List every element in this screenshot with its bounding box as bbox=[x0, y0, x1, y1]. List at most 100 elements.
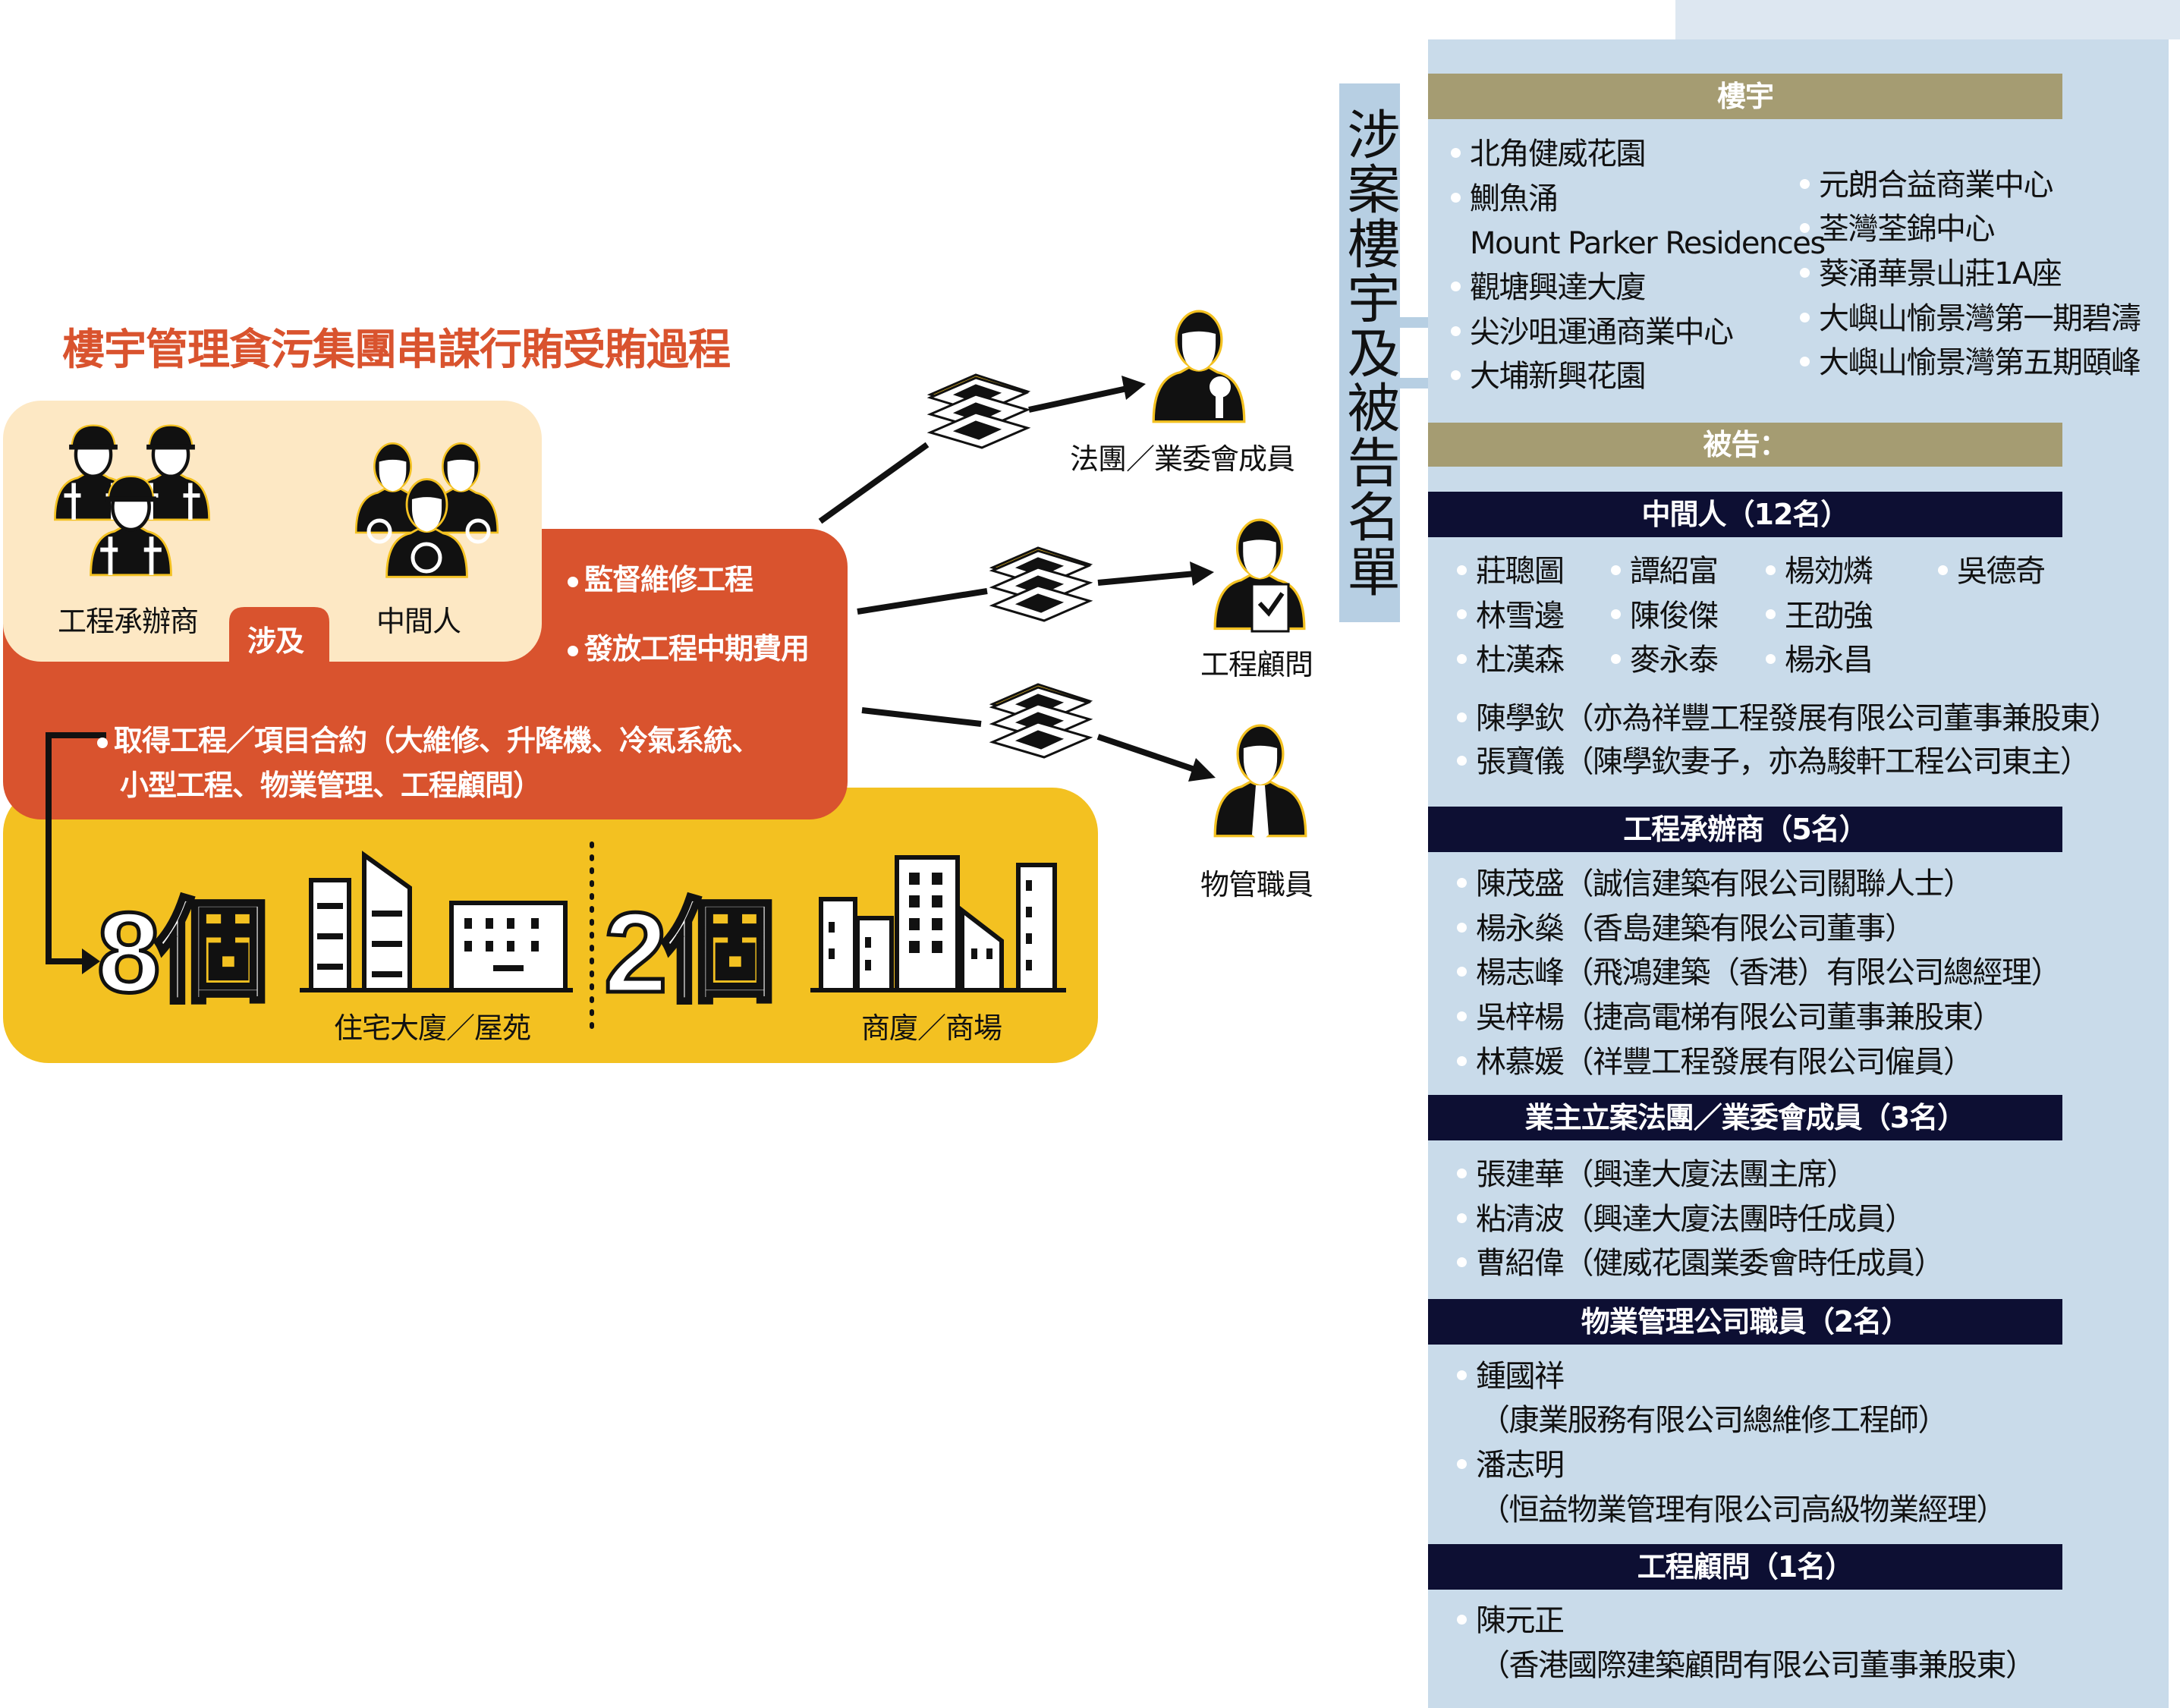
building-item: 荃灣荃錦中心 bbox=[1800, 207, 1996, 251]
defendant-text: 林慕媛（祥豐工程發展有限公司僱員） bbox=[1476, 1045, 1974, 1080]
involve-tab: 涉及 bbox=[247, 624, 304, 658]
contractors-label: 工程承辦商 bbox=[58, 605, 199, 638]
building-item: 鰂魚涌 bbox=[1451, 177, 1559, 221]
contract-text: 取得工程／項目合約（大維修、升降機、冷氣系統、 bbox=[114, 724, 760, 757]
bullet-icon bbox=[1457, 966, 1467, 977]
building-name: 荃灣荃錦中心 bbox=[1819, 212, 1996, 247]
building-name: 大嶼山愉景灣第一期碧濤 bbox=[1819, 301, 2141, 336]
owners-header: 業主立案法團／業委會成員（3名） bbox=[1428, 1095, 2062, 1140]
vertical-title: 涉案樓宇及被告名單 bbox=[1339, 83, 1401, 622]
building-item: Mount Parker Residences bbox=[1470, 222, 1826, 266]
bullet-icon bbox=[1457, 565, 1467, 575]
bullet-icon bbox=[1457, 1370, 1467, 1380]
bullet-icon bbox=[1451, 147, 1461, 158]
defendant-item: 陳元正 bbox=[1457, 1599, 1565, 1643]
bullet-icon bbox=[1457, 755, 1467, 766]
contract-connector-arrow bbox=[46, 732, 106, 974]
title-connector bbox=[1400, 317, 1428, 328]
defendant-item: 陳茂盛（誠信建築有限公司關聯人士） bbox=[1457, 862, 1974, 906]
arrow-head bbox=[1190, 561, 1214, 586]
defendant-item: 陳學欽（亦為祥豐工程發展有限公司董事兼股東） bbox=[1457, 697, 2120, 741]
building-item: 尖沙咀運通商業中心 bbox=[1451, 310, 1734, 354]
bullet-icon bbox=[1611, 653, 1621, 664]
duty-item: 發放工程中期費用 bbox=[568, 625, 810, 667]
defendants-panel bbox=[1428, 39, 2169, 1708]
bullet-icon bbox=[1800, 356, 1810, 366]
defendant-name: 楊永昌 bbox=[1785, 643, 1873, 678]
building-item: 大嶼山愉景灣第五期頤峰 bbox=[1800, 341, 2141, 385]
money-stack-icon bbox=[991, 683, 1091, 759]
residential-label: 住宅大廈／屋苑 bbox=[334, 1011, 531, 1045]
page-title: 樓宇管理貪污集團串謀行賄受賄過程 bbox=[62, 326, 731, 375]
recipient-label: 物管職員 bbox=[1200, 868, 1313, 901]
defendant-text: 粘清波（興達大廈法團時任成員） bbox=[1476, 1202, 1915, 1237]
bullet-icon bbox=[1800, 312, 1810, 322]
defendant-item: 楊志峰（飛鴻建築（香港）有限公司總經理） bbox=[1457, 951, 2062, 995]
defendant-text: 吳梓楊（捷高電梯有限公司董事兼股東） bbox=[1476, 1000, 2003, 1035]
defendant-item: 曹紹偉（健威花園業委會時任成員） bbox=[1457, 1241, 1945, 1285]
defendant-name: 陳俊傑 bbox=[1630, 598, 1719, 634]
tie-icon bbox=[1252, 785, 1269, 842]
defendant-name: 吳德奇 bbox=[1957, 554, 2046, 589]
building-item: 大嶼山愉景灣第一期碧濤 bbox=[1800, 297, 2141, 341]
buildings-header: 樓宇 bbox=[1428, 74, 2062, 119]
bullet-icon bbox=[1457, 1168, 1467, 1178]
defendants-header: 被告： bbox=[1428, 423, 2062, 467]
defendant-item: 潘志明 bbox=[1457, 1443, 1565, 1487]
commercial-count: 2個 bbox=[602, 889, 778, 1016]
defendant-item: 莊聰圖 bbox=[1457, 549, 1565, 593]
money-stack-icon bbox=[929, 373, 1029, 449]
recipient-label: 工程顧問 bbox=[1200, 648, 1313, 681]
defendant-name: 潘志明 bbox=[1476, 1448, 1565, 1483]
defendant-name: 陳元正 bbox=[1476, 1603, 1565, 1638]
owners-corp-member-icon bbox=[1152, 310, 1246, 423]
defendant-text: 張建華（興達大廈法團主席） bbox=[1476, 1157, 1857, 1192]
building-name: 葵涌華景山莊1A座 bbox=[1819, 256, 2062, 291]
defendant-name: 林雪邊 bbox=[1476, 598, 1565, 634]
bullet-icon bbox=[1800, 267, 1810, 278]
defendant-name: 譚紹富 bbox=[1630, 554, 1719, 589]
defendant-name: 麥永泰 bbox=[1630, 643, 1719, 678]
bullet-icon bbox=[1800, 178, 1810, 189]
bribe-flow-2 bbox=[857, 546, 1214, 622]
arrow-head bbox=[1188, 758, 1216, 782]
bullet-icon bbox=[1457, 877, 1467, 888]
duty-text: 監督維修工程 bbox=[584, 563, 753, 596]
bullet-icon bbox=[568, 576, 578, 587]
bullet-icon bbox=[1938, 565, 1948, 575]
property-mgmt-header: 物業管理公司職員（2名） bbox=[1428, 1299, 2062, 1345]
defendant-item: 陳俊傑 bbox=[1611, 594, 1719, 638]
bullet-icon bbox=[1766, 565, 1776, 575]
bullet-icon bbox=[1800, 222, 1810, 233]
residential-count: 8個 bbox=[95, 889, 271, 1016]
building-item: 大埔新興花園 bbox=[1451, 354, 1647, 398]
building-name: 尖沙咀運通商業中心 bbox=[1470, 315, 1734, 350]
contract-item: 取得工程／項目合約（大維修、升降機、冷氣系統、 bbox=[97, 717, 760, 759]
defendant-item: 譚紹富 bbox=[1611, 549, 1719, 593]
building-name: 大嶼山愉景灣第五期頤峰 bbox=[1819, 345, 2141, 380]
duty-text: 發放工程中期費用 bbox=[584, 632, 810, 665]
commercial-label: 商廈／商場 bbox=[861, 1011, 1002, 1045]
bullet-icon bbox=[1457, 1213, 1467, 1223]
bullet-icon bbox=[1457, 1614, 1467, 1625]
contractors-header: 工程承辦商（5名） bbox=[1428, 807, 2062, 852]
defendant-role: （康業服務有限公司總維修工程師） bbox=[1480, 1403, 1949, 1438]
defendant-name: 楊効燐 bbox=[1785, 554, 1873, 589]
building-item: 元朗合益商業中心 bbox=[1800, 163, 2054, 207]
bribe-flow-1 bbox=[818, 373, 1146, 524]
bullet-icon bbox=[1451, 281, 1461, 291]
defendant-item: 鍾國祥 bbox=[1457, 1354, 1565, 1398]
key-icon bbox=[1210, 376, 1231, 418]
title-connector bbox=[1400, 378, 1428, 388]
defendant-text: 張寶儀（陳學欽妻子，亦為駿軒工程公司東主） bbox=[1476, 744, 2090, 779]
building-name: Mount Parker Residences bbox=[1470, 226, 1826, 261]
building-item: 葵涌華景山莊1A座 bbox=[1800, 252, 2062, 296]
checklist-icon bbox=[1250, 583, 1290, 633]
defendant-role: （恒益物業管理有限公司高級物業經理） bbox=[1480, 1493, 2007, 1527]
defendant-item: 林慕媛（祥豐工程發展有限公司僱員） bbox=[1457, 1040, 1974, 1084]
residential-buildings-icon bbox=[300, 851, 573, 992]
bullet-icon bbox=[1457, 1011, 1467, 1021]
defendant-item: 張建華（興達大廈法團主席） bbox=[1457, 1153, 1857, 1197]
defendant-item: 杜漢森 bbox=[1457, 638, 1565, 682]
